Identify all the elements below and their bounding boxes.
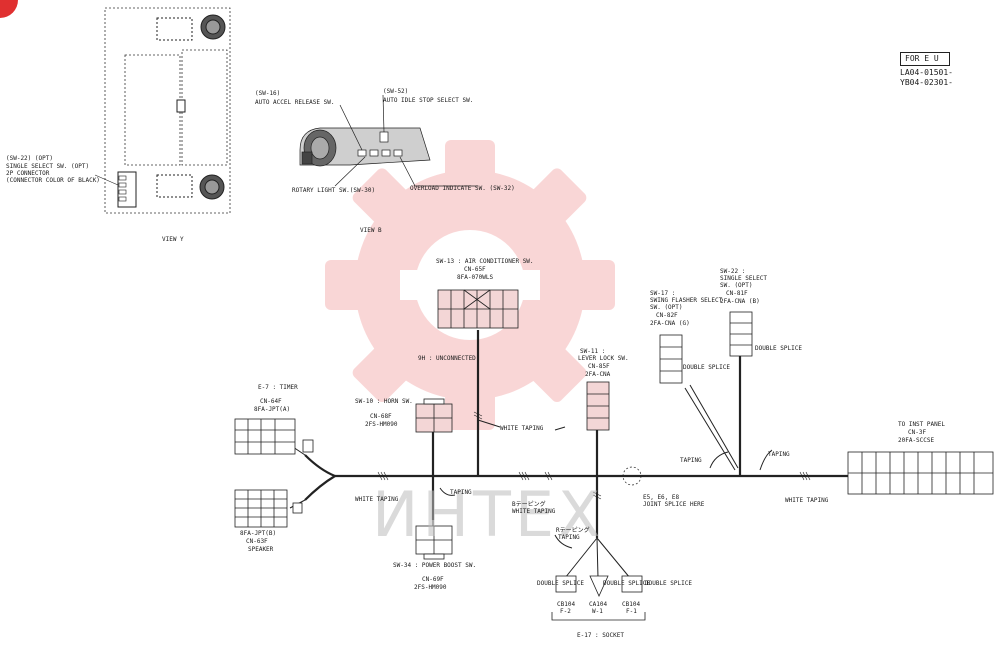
sw11-type: 2FA-CNA bbox=[585, 371, 611, 378]
sw22-cn: CN-81F bbox=[726, 290, 748, 297]
sw17-opt: SW. (OPT) bbox=[650, 304, 683, 311]
socket-1-pin: F-2 bbox=[560, 608, 571, 615]
view-y-knobs bbox=[117, 14, 226, 208]
sw17-cn: CN-82F bbox=[656, 312, 678, 319]
region-label: FOR E U bbox=[905, 54, 939, 63]
e7-name: E-7 : TIMER bbox=[258, 384, 298, 391]
sw11-cn: CN-85F bbox=[588, 363, 610, 370]
sw22opt-desc2: 2P CONNECTOR bbox=[6, 170, 50, 177]
serial-code-2: YB04-02301- bbox=[900, 78, 953, 87]
socket-2-pin: W-1 bbox=[592, 608, 603, 615]
sw32-label: OVERLOAD INDICATE SW. (SW-32) bbox=[410, 185, 515, 192]
sw11-name: SW-11 : bbox=[580, 348, 606, 355]
e7-cn: CN-64F bbox=[260, 398, 282, 405]
sw22-opt: SW. (OPT) bbox=[720, 282, 753, 289]
sw17-name: SW-17 : bbox=[650, 290, 676, 297]
white-taping-3: WHITE TAPING bbox=[512, 508, 556, 515]
taping-4: TAPING bbox=[558, 534, 580, 541]
double-splice-5: DOUBLE SPLICE bbox=[645, 580, 692, 587]
sw22-desc: SINGLE SELECT bbox=[720, 275, 767, 282]
sw22opt-desc1: SINGLE SELECT SW. (OPT) bbox=[6, 163, 90, 170]
sw13-type: 8FA-070WLS bbox=[457, 274, 494, 281]
speaker-cn: CN-63F bbox=[246, 538, 268, 545]
white-taping-2: WHITE TAPING bbox=[500, 425, 544, 432]
r-taping: Rテーピング bbox=[556, 527, 590, 534]
joint-splice-marker bbox=[622, 466, 642, 486]
joint-splice-desc: JOINT SPLICE HERE bbox=[643, 501, 705, 508]
white-taping-1: WHITE TAPING bbox=[355, 496, 399, 503]
sw10-type: 2FS-HM090 bbox=[365, 421, 398, 428]
tape-marks bbox=[377, 411, 811, 500]
watermark-text: ИНТЕХ bbox=[372, 478, 605, 551]
socket-1-id: CB104 bbox=[557, 601, 576, 608]
sw22-type: 2FA-CNA (B) bbox=[720, 298, 760, 305]
sw30-label: ROTARY LIGHT SW.(SW-30) bbox=[292, 187, 376, 194]
sw10-cn: CN-68F bbox=[370, 413, 392, 420]
sw34-name: SW-34 : POWER BOOST SW. bbox=[393, 562, 477, 569]
sw34-cn: CN-69F bbox=[422, 576, 444, 583]
sw52-id: (SW-52) bbox=[383, 88, 409, 95]
speaker-type: 8FA-JPT(B) bbox=[240, 530, 277, 537]
b-taping: Bテーピング bbox=[512, 501, 546, 508]
sw10-name: SW-10 : HORN SW. bbox=[355, 398, 413, 405]
sw13-note: 9H : UNCONNECTED bbox=[418, 355, 476, 362]
view-y-label: VIEW Y bbox=[162, 236, 184, 243]
region-box: FOR E U bbox=[900, 52, 950, 66]
sw52-desc: AUTO IDLE STOP SELECT SW. bbox=[383, 97, 474, 104]
taping-2: TAPING bbox=[680, 457, 702, 464]
speaker-name: SPEAKER bbox=[248, 546, 274, 553]
e7-type: 8FA-JPT(A) bbox=[254, 406, 291, 413]
socket-2-id: CA104 bbox=[589, 601, 608, 608]
serial-code-1: LA04-01501- bbox=[900, 68, 953, 77]
joint-splice-ids: E5, E6, E8 bbox=[643, 494, 680, 501]
double-splice-2: DOUBLE SPLICE bbox=[755, 345, 802, 352]
inst-type: 20FA-SCCSE bbox=[898, 437, 935, 444]
white-taping-4: WHITE TAPING bbox=[785, 497, 829, 504]
sw16-id: (SW-16) bbox=[255, 90, 281, 97]
harness-trunks bbox=[304, 330, 850, 538]
sw16-desc: AUTO ACCEL RELEASE SW. bbox=[255, 99, 335, 106]
inst-name: TO INST PANEL bbox=[898, 421, 945, 428]
inst-cn: CN-3F bbox=[908, 429, 927, 436]
socket-3-pin: F-1 bbox=[626, 608, 637, 615]
sw22opt-id: (SW-22) (OPT) bbox=[6, 155, 53, 162]
sw11-desc: LEVER LOCK SW. bbox=[578, 355, 629, 362]
sw17-type: 2FA-CNA (G) bbox=[650, 320, 690, 327]
double-splice-4: DOUBLE SPLICE bbox=[603, 580, 650, 587]
view-b-label: VIEW B bbox=[360, 227, 382, 234]
taping-1: TAPING bbox=[450, 489, 472, 496]
sw34-type: 2FS-HM090 bbox=[414, 584, 447, 591]
sw22opt-desc3: (CONNECTOR COLOR OF BLACK) bbox=[6, 177, 100, 184]
double-splice-3: DOUBLE SPLICE bbox=[537, 580, 584, 587]
sw22-name: SW-22 : bbox=[720, 268, 746, 275]
connector-blocks bbox=[234, 289, 994, 621]
watermark-gear bbox=[325, 140, 615, 430]
sw13-name: SW-13 : AIR CONDITIONER SW. bbox=[436, 258, 534, 265]
socket-3-id: CB104 bbox=[622, 601, 641, 608]
taping-3: TAPING bbox=[768, 451, 790, 458]
view-b-drawing bbox=[299, 94, 478, 187]
socket-group-label: E-17 : SOCKET bbox=[577, 632, 624, 639]
sw13-cn: CN-65F bbox=[464, 266, 486, 273]
sw17-desc: SWING FLASHER SELECT bbox=[650, 297, 723, 304]
double-splice-1: DOUBLE SPLICE bbox=[683, 364, 730, 371]
